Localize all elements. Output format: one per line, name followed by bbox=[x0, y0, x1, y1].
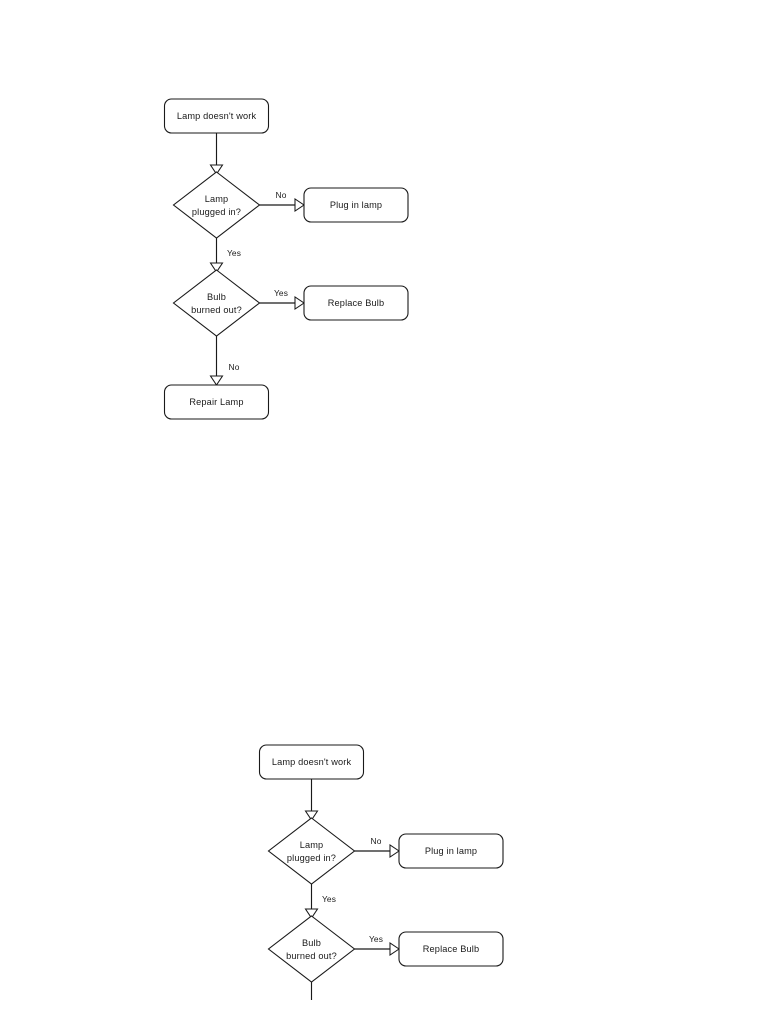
edge-lamp-plugged-no bbox=[354, 844, 400, 858]
edge-label-yes-bulb: Yes bbox=[369, 934, 383, 944]
edge-label-no-plugged: No bbox=[276, 190, 287, 200]
edge-label-yes-plugged: Yes bbox=[322, 894, 336, 904]
edge-label-no-bulb: No bbox=[229, 362, 240, 372]
edge-lamp-plugged-yes bbox=[304, 884, 319, 919]
node-label-repair-lamp: Repair Lamp bbox=[189, 397, 243, 407]
node-replace-bulb[interactable]: Replace Bulb bbox=[303, 285, 409, 321]
node-replace-bulb[interactable]: Replace Bulb bbox=[398, 931, 504, 967]
node-label-plug-in-lamp: Plug in lamp bbox=[425, 846, 477, 856]
node-label-lamp-plugged-in-line1: Lamp bbox=[205, 194, 229, 204]
node-label-replace-bulb: Replace Bulb bbox=[423, 944, 479, 954]
node-repair-lamp[interactable]: Repair Lamp bbox=[163, 384, 270, 420]
node-lamp-plugged-in[interactable]: Lamp plugged in? bbox=[267, 817, 356, 885]
edge-bulb-burned-no bbox=[209, 336, 224, 386]
edge-lamp-plugged-yes bbox=[209, 238, 224, 273]
edge-bulb-burned-yes bbox=[354, 942, 400, 956]
node-label-lamp-plugged-in-line2: plugged in? bbox=[192, 207, 241, 217]
node-label-lamp-doesnt-work: Lamp doesn't work bbox=[272, 757, 352, 767]
node-label-lamp-plugged-in-line2: plugged in? bbox=[287, 853, 336, 863]
node-plug-in-lamp[interactable]: Plug in lamp bbox=[398, 833, 504, 869]
node-lamp-doesnt-work[interactable]: Lamp doesn't work bbox=[163, 98, 270, 134]
node-label-lamp-doesnt-work: Lamp doesn't work bbox=[177, 111, 257, 121]
edge-start-to-lamp-plugged bbox=[209, 133, 224, 175]
node-bulb-burned-out[interactable]: Bulb burned out? bbox=[172, 269, 261, 337]
edge-label-yes-plugged: Yes bbox=[227, 248, 241, 258]
edge-label-no-plugged: No bbox=[371, 836, 382, 846]
node-lamp-doesnt-work[interactable]: Lamp doesn't work bbox=[258, 744, 365, 780]
node-label-bulb-burned-out-line2: burned out? bbox=[286, 951, 337, 961]
edge-bulb-burned-yes bbox=[259, 296, 305, 310]
node-plug-in-lamp[interactable]: Plug in lamp bbox=[303, 187, 409, 223]
node-label-bulb-burned-out-line1: Bulb bbox=[302, 938, 321, 948]
edge-start-to-lamp-plugged bbox=[304, 779, 319, 821]
node-lamp-plugged-in[interactable]: Lamp plugged in? bbox=[172, 171, 261, 239]
node-label-bulb-burned-out-line1: Bulb bbox=[207, 292, 226, 302]
node-label-bulb-burned-out-line2: burned out? bbox=[191, 305, 242, 315]
node-label-lamp-plugged-in-line1: Lamp bbox=[300, 840, 324, 850]
edge-lamp-plugged-no bbox=[259, 198, 305, 212]
edge-label-yes-bulb: Yes bbox=[274, 288, 288, 298]
node-bulb-burned-out[interactable]: Bulb burned out? bbox=[267, 915, 356, 983]
node-label-plug-in-lamp: Plug in lamp bbox=[330, 200, 382, 210]
node-label-replace-bulb: Replace Bulb bbox=[328, 298, 384, 308]
